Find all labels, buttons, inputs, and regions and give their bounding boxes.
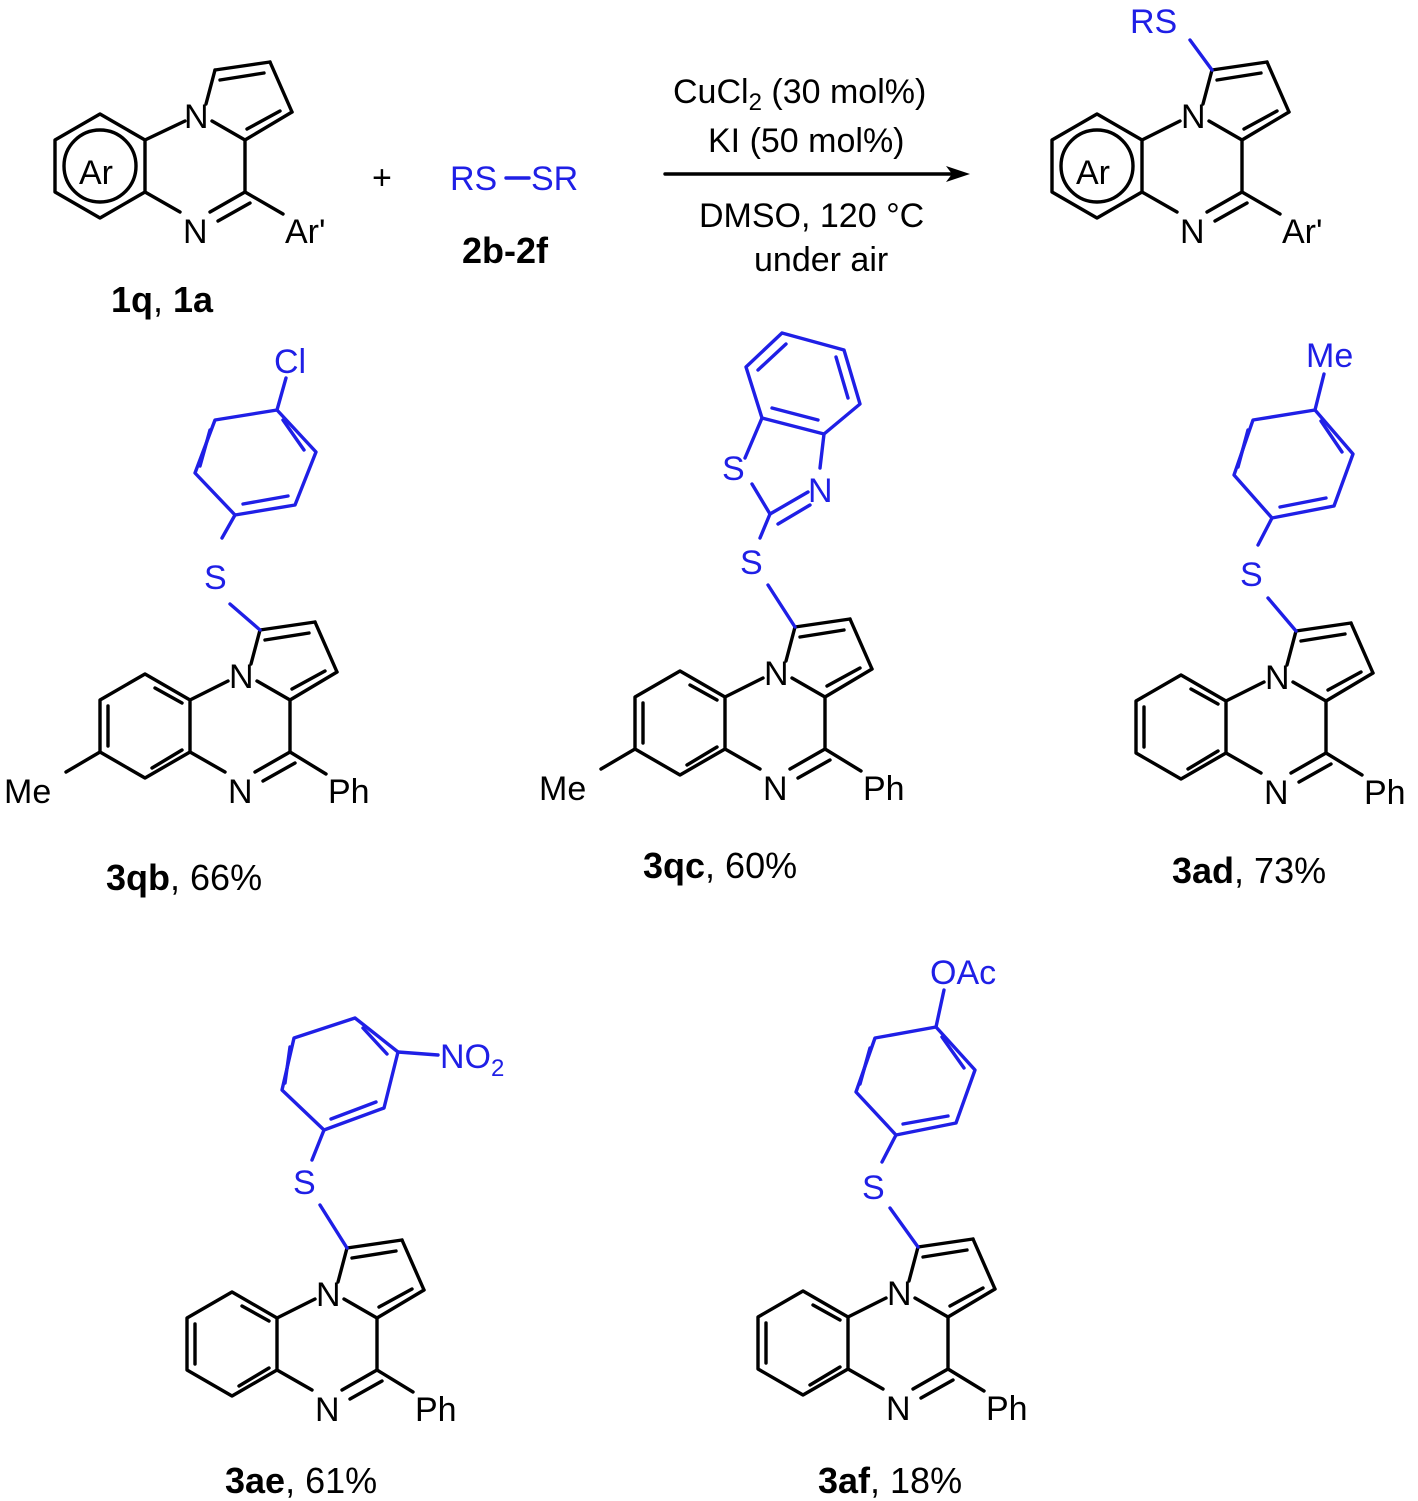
ring-nitrogen-label: N bbox=[808, 472, 833, 510]
compound-label: 3qb, 66% bbox=[106, 857, 262, 898]
atom-label: N bbox=[887, 1275, 912, 1313]
sulfur-label: S bbox=[862, 1169, 885, 1207]
aryl-label: Ar' bbox=[1282, 213, 1323, 251]
condition-solvent: DMSO, 120 °C bbox=[699, 197, 924, 235]
atom-label: N bbox=[764, 655, 789, 693]
condition-catalyst: CuCl2 (30 mol%) bbox=[673, 73, 926, 116]
aryl-label: Ph bbox=[1364, 774, 1406, 812]
atom-label: N bbox=[1265, 659, 1290, 697]
condition-additive: KI (50 mol%) bbox=[708, 122, 905, 160]
aryl-label: Ph bbox=[328, 773, 370, 811]
atom-label: N bbox=[183, 213, 208, 251]
compound-3ad-structure: N N Ph S Me bbox=[1134, 337, 1406, 812]
sulfur-label: S bbox=[1240, 556, 1263, 594]
methyl-label: Me bbox=[4, 773, 51, 811]
atom-label: N bbox=[184, 98, 209, 136]
product-structure: N N Ar Ar' RS bbox=[1050, 3, 1323, 251]
substituent-label: OAc bbox=[930, 954, 996, 992]
aryl-label: Ar' bbox=[285, 213, 326, 251]
condition-atmosphere: under air bbox=[754, 241, 888, 279]
substituent-label: RS bbox=[1130, 3, 1177, 41]
compound-label: 3ad, 73% bbox=[1172, 850, 1326, 891]
aryl-label: Ph bbox=[986, 1390, 1028, 1428]
compound-label: 1q, 1a bbox=[111, 279, 214, 320]
compound-3qc-structure: N N Ph Me S S N bbox=[539, 331, 905, 808]
substituent-label: Cl bbox=[274, 343, 306, 381]
compound-3af-structure: N N Ph S OAc bbox=[756, 954, 1028, 1428]
reaction-conditions: CuCl2 (30 mol%) KI (50 mol%) DMSO, 120 °… bbox=[673, 73, 926, 279]
substituent-label: Me bbox=[1306, 337, 1353, 375]
atom-label: N bbox=[229, 658, 254, 696]
aryl-label: Ph bbox=[415, 1391, 457, 1429]
sulfur-label: S bbox=[740, 544, 763, 582]
atom-label: N bbox=[315, 1391, 340, 1429]
atom-label: N bbox=[886, 1390, 911, 1428]
plus-sign: + bbox=[372, 159, 392, 197]
ring-sulfur-label: S bbox=[722, 450, 745, 488]
compound-label: 3qc, 60% bbox=[643, 845, 797, 886]
compound-label: 2b-2f bbox=[462, 230, 549, 271]
reagent-left: RS bbox=[450, 160, 497, 198]
reaction-arrow bbox=[663, 166, 970, 182]
atom-label: N bbox=[1180, 213, 1205, 251]
compound-3qb-structure: N N Ph Me S Cl bbox=[4, 343, 370, 811]
reactant-1q-1a-structure: N N Ar Ar' bbox=[53, 60, 326, 251]
reagent-disulfide: RS SR bbox=[450, 160, 578, 198]
atom-label: N bbox=[228, 773, 253, 811]
substituent-label: NO2 bbox=[440, 1038, 504, 1082]
reagent-right: SR bbox=[531, 160, 578, 198]
atom-label: N bbox=[316, 1276, 341, 1314]
atom-label: N bbox=[1181, 98, 1206, 136]
ring-label: Ar bbox=[79, 154, 113, 192]
aryl-label: Ph bbox=[863, 770, 905, 808]
methyl-label: Me bbox=[539, 770, 586, 808]
sulfur-label: S bbox=[293, 1164, 316, 1202]
compound-label: 3ae, 61% bbox=[225, 1460, 377, 1501]
atom-label: N bbox=[1264, 774, 1289, 812]
compound-3ae-structure: N N Ph S NO2 bbox=[185, 1016, 504, 1429]
atom-label: N bbox=[763, 770, 788, 808]
sulfur-label: S bbox=[204, 559, 227, 597]
compound-label: 3af, 18% bbox=[818, 1460, 962, 1501]
ring-label: Ar bbox=[1076, 154, 1110, 192]
